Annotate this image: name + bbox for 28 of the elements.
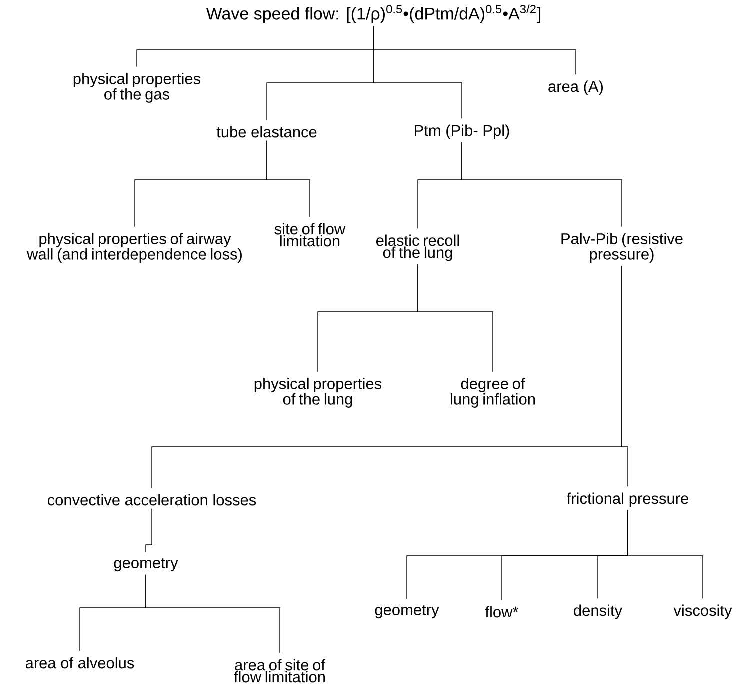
tree-connector (622, 266, 628, 487)
tree-label: Palv-Pib (resistive pressure) (562, 233, 683, 263)
tree-label: frictional pressure (567, 492, 688, 508)
tree-label: geometry (375, 605, 440, 619)
tree-label: site of flow limitation (274, 223, 346, 247)
tree-label: area (A) (548, 80, 604, 96)
tree-label: viscosity (674, 604, 732, 620)
tree-label: physical properties of airway wall (and interdependence loss) (27, 233, 242, 263)
tree-connector (266, 140, 310, 218)
tree-label: geometry (114, 558, 178, 572)
tree-label: convective acceleration losses (48, 494, 256, 506)
title-formula: Wave speed flow: [(1/ρ)$^{0.5}$•(dPtm/dA)$^{0.5}$•A$^{3/2}$] (206, 4, 540, 24)
tree-label: tube elastance (216, 126, 317, 138)
tree-label: elastic recoll of the lung (376, 234, 460, 262)
tree-label: area of alveolus (26, 657, 134, 669)
tree-label: physical properties of the gas (74, 73, 201, 103)
tree-label: degree of lung inflation (451, 378, 535, 408)
tree-connector (418, 264, 494, 372)
tree-connector (146, 508, 152, 553)
tree-label: physical properties of the lung (254, 378, 382, 408)
tree-label: Ptm (Pib- Ppl) (415, 124, 510, 140)
tree-connector (146, 574, 280, 654)
tree-label: area of site of flow limitation (234, 659, 326, 683)
tree-connector (628, 510, 704, 599)
tree-connector (462, 142, 622, 228)
tree-label: density (574, 604, 623, 620)
tree-connector (374, 26, 576, 75)
tree-label: flow* (485, 606, 519, 618)
